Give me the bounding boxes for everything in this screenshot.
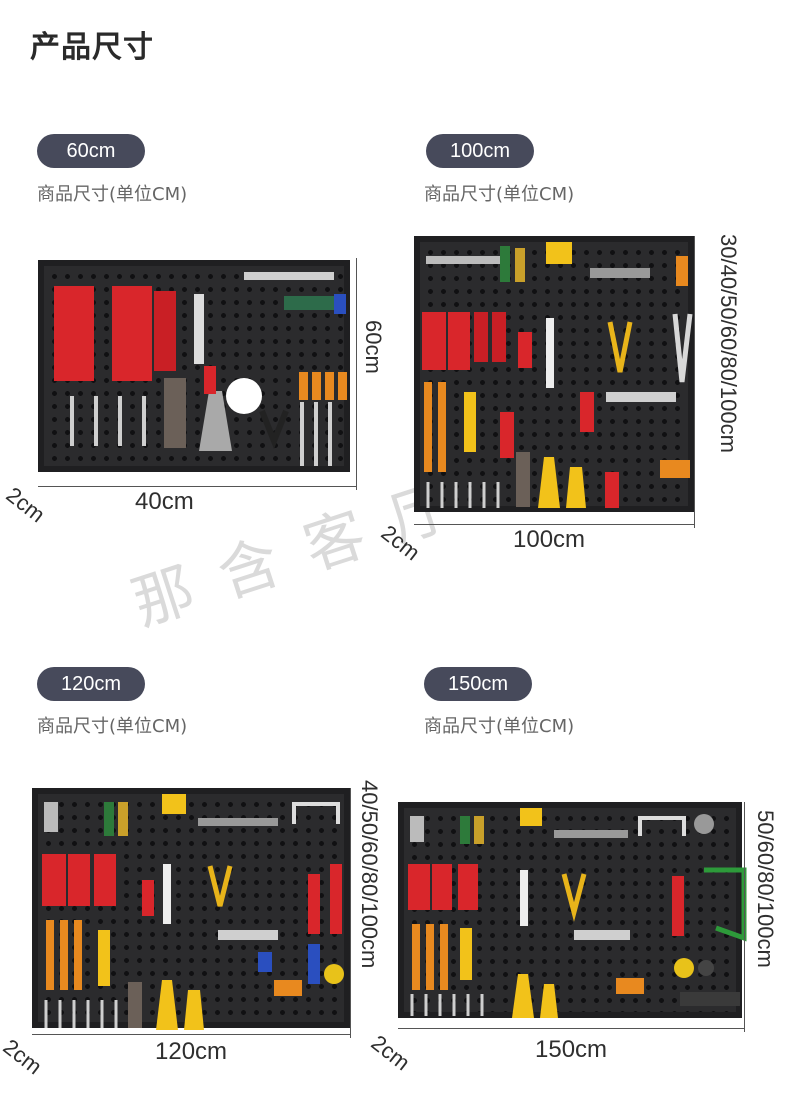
width-label: 100cm: [513, 526, 586, 553]
width-dimension-line: [38, 486, 356, 487]
depth-label: 2cm: [366, 1030, 415, 1076]
height-dimension-line: [744, 802, 745, 1032]
panel-subtitle: 商品尺寸(单位CM): [424, 716, 575, 737]
pegboard: [32, 788, 350, 1030]
tools-illustration: [54, 272, 347, 466]
height-label: 30/40/50/60/80/100cm: [716, 234, 741, 453]
height-label: 50/60/80/100cm: [753, 810, 778, 968]
tools-illustration: [422, 242, 693, 508]
depth-label: 2cm: [0, 1034, 47, 1080]
panel-subtitle: 商品尺寸(单位CM): [424, 184, 575, 205]
width-label: 120cm: [155, 1038, 228, 1065]
height-label: 60cm: [361, 320, 386, 374]
depth-label: 2cm: [1, 482, 50, 528]
width-dimension-line: [414, 524, 694, 525]
width-dimension-line: [398, 1028, 744, 1029]
pegboard: [414, 236, 694, 512]
page-title: 产品尺寸: [30, 30, 154, 65]
tools-illustration: [408, 808, 747, 1018]
pegboard: [398, 802, 747, 1018]
height-dimension-line: [350, 788, 351, 1038]
width-label: 150cm: [535, 1036, 608, 1063]
size-badge: 100cm: [426, 134, 534, 168]
height-dimension-line: [694, 236, 695, 528]
size-badge: 60cm: [37, 134, 145, 168]
height-dimension-line: [356, 258, 357, 490]
tools-illustration: [42, 794, 344, 1030]
width-dimension-line: [32, 1034, 350, 1035]
size-badge: 120cm: [37, 667, 145, 701]
width-label: 40cm: [135, 488, 194, 515]
size-badge: 150cm: [424, 667, 532, 701]
panel-subtitle: 商品尺寸(单位CM): [37, 716, 188, 737]
panel-subtitle: 商品尺寸(单位CM): [37, 184, 188, 205]
height-label: 40/50/60/80/100cm: [357, 780, 382, 969]
pegboard: [38, 260, 350, 472]
